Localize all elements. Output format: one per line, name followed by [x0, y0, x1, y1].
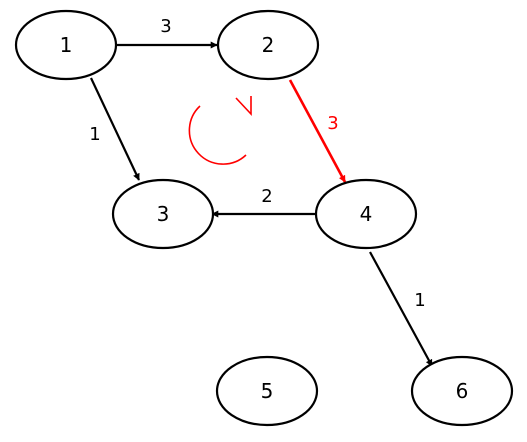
node-label-4: 4	[360, 202, 373, 226]
node-3: 3	[111, 178, 215, 250]
node-ellipse-2	[216, 9, 320, 81]
clockwise-rotation-icon	[188, 96, 252, 165]
node-4: 4	[314, 178, 418, 250]
edge-2-4: 3	[288, 79, 347, 183]
node-label-1: 1	[60, 33, 73, 57]
node-2: 2	[216, 9, 320, 81]
edge-arrow-4-6	[369, 251, 433, 367]
node-ellipse-5	[215, 355, 319, 427]
node-6: 6	[410, 355, 514, 427]
edge-arrow-1-3	[90, 77, 140, 181]
edge-arrow-2-4	[288, 79, 347, 183]
node-label-2: 2	[262, 33, 275, 57]
node-ellipse-6	[410, 355, 514, 427]
edges-layer: 3 1 3 2 1	[89, 16, 433, 367]
nodes-layer: 1 2 3 4 5 6	[14, 9, 514, 427]
edge-1-2: 3	[115, 16, 218, 49]
edge-4-3: 2	[211, 186, 317, 218]
node-ellipse-1	[14, 9, 118, 81]
edge-weight-4-6: 1	[414, 290, 425, 311]
node-1: 1	[14, 9, 118, 81]
node-label-3: 3	[157, 202, 170, 226]
edge-weight-4-3: 2	[261, 186, 272, 207]
edge-weight-1-3: 1	[89, 124, 100, 145]
node-label-5: 5	[261, 379, 274, 403]
node-ellipse-3	[111, 178, 215, 250]
edge-weight-2-4: 3	[327, 113, 338, 134]
node-label-6: 6	[456, 379, 469, 403]
node-5: 5	[215, 355, 319, 427]
edge-1-3: 1	[89, 77, 140, 181]
edge-weight-1-2: 3	[160, 16, 171, 37]
node-ellipse-4	[314, 178, 418, 250]
edge-4-6: 1	[369, 251, 433, 367]
